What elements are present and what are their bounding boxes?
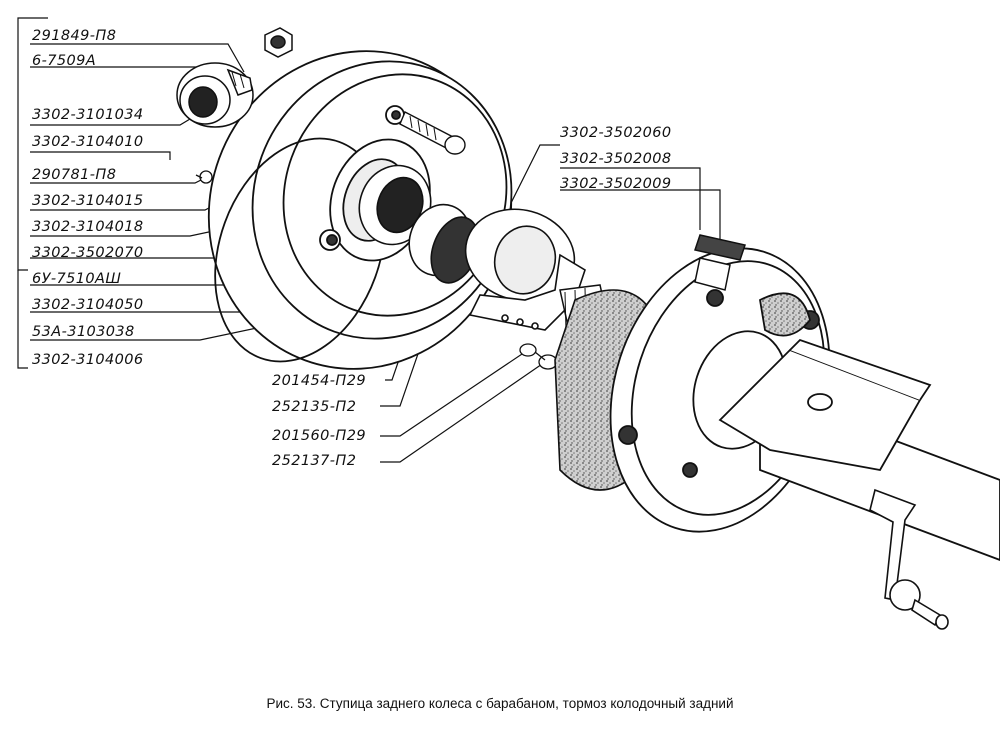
bolt-290781 <box>195 170 213 184</box>
callout-3302-3502070: 3302-3502070 <box>32 245 144 261</box>
callout-201560-p29: 201560-П29 <box>272 428 366 444</box>
wheel-cylinder <box>694 234 746 291</box>
callout-3302-3502009: 3302-3502009 <box>560 176 672 192</box>
callout-6u-7510ash: 6У-7510АШ <box>32 271 122 287</box>
brake-shoe-plate <box>468 253 586 331</box>
seal-ring <box>408 203 576 302</box>
callout-290781-p8: 290781-П8 <box>32 167 117 183</box>
callout-53a-3103038: 53А-3103038 <box>32 324 135 340</box>
callout-3302-3502060: 3302-3502060 <box>560 125 672 141</box>
callout-3302-3104050: 3302-3104050 <box>32 297 144 313</box>
callout-6-7509a: 6-7509А <box>32 53 97 69</box>
callout-252137-p2: 252137-П2 <box>272 453 357 469</box>
callout-3302-3104015: 3302-3104015 <box>32 193 144 209</box>
callout-201454-p29: 201454-П29 <box>272 373 366 389</box>
callout-291849-p8: 291849-П8 <box>32 28 117 44</box>
figure-caption: Рис. 53. Ступица заднего колеса с бараба… <box>266 696 734 711</box>
callout-3302-3104018: 3302-3104018 <box>32 219 144 235</box>
wheel-stud <box>399 111 466 155</box>
mounting-bracket <box>869 488 949 630</box>
bolts-bottom <box>519 343 558 370</box>
bearing-ring <box>358 164 432 246</box>
callout-3302-3104010: 3302-3104010 <box>32 134 144 150</box>
callout-3302-3101034: 3302-3101034 <box>32 107 144 123</box>
hub-cap-assembly <box>176 27 293 128</box>
callout-3302-3104006: 3302-3104006 <box>32 352 144 368</box>
callout-252135-p2: 252135-П2 <box>272 399 357 415</box>
callout-3302-3502008: 3302-3502008 <box>560 151 672 167</box>
axle-housing <box>718 338 1000 561</box>
